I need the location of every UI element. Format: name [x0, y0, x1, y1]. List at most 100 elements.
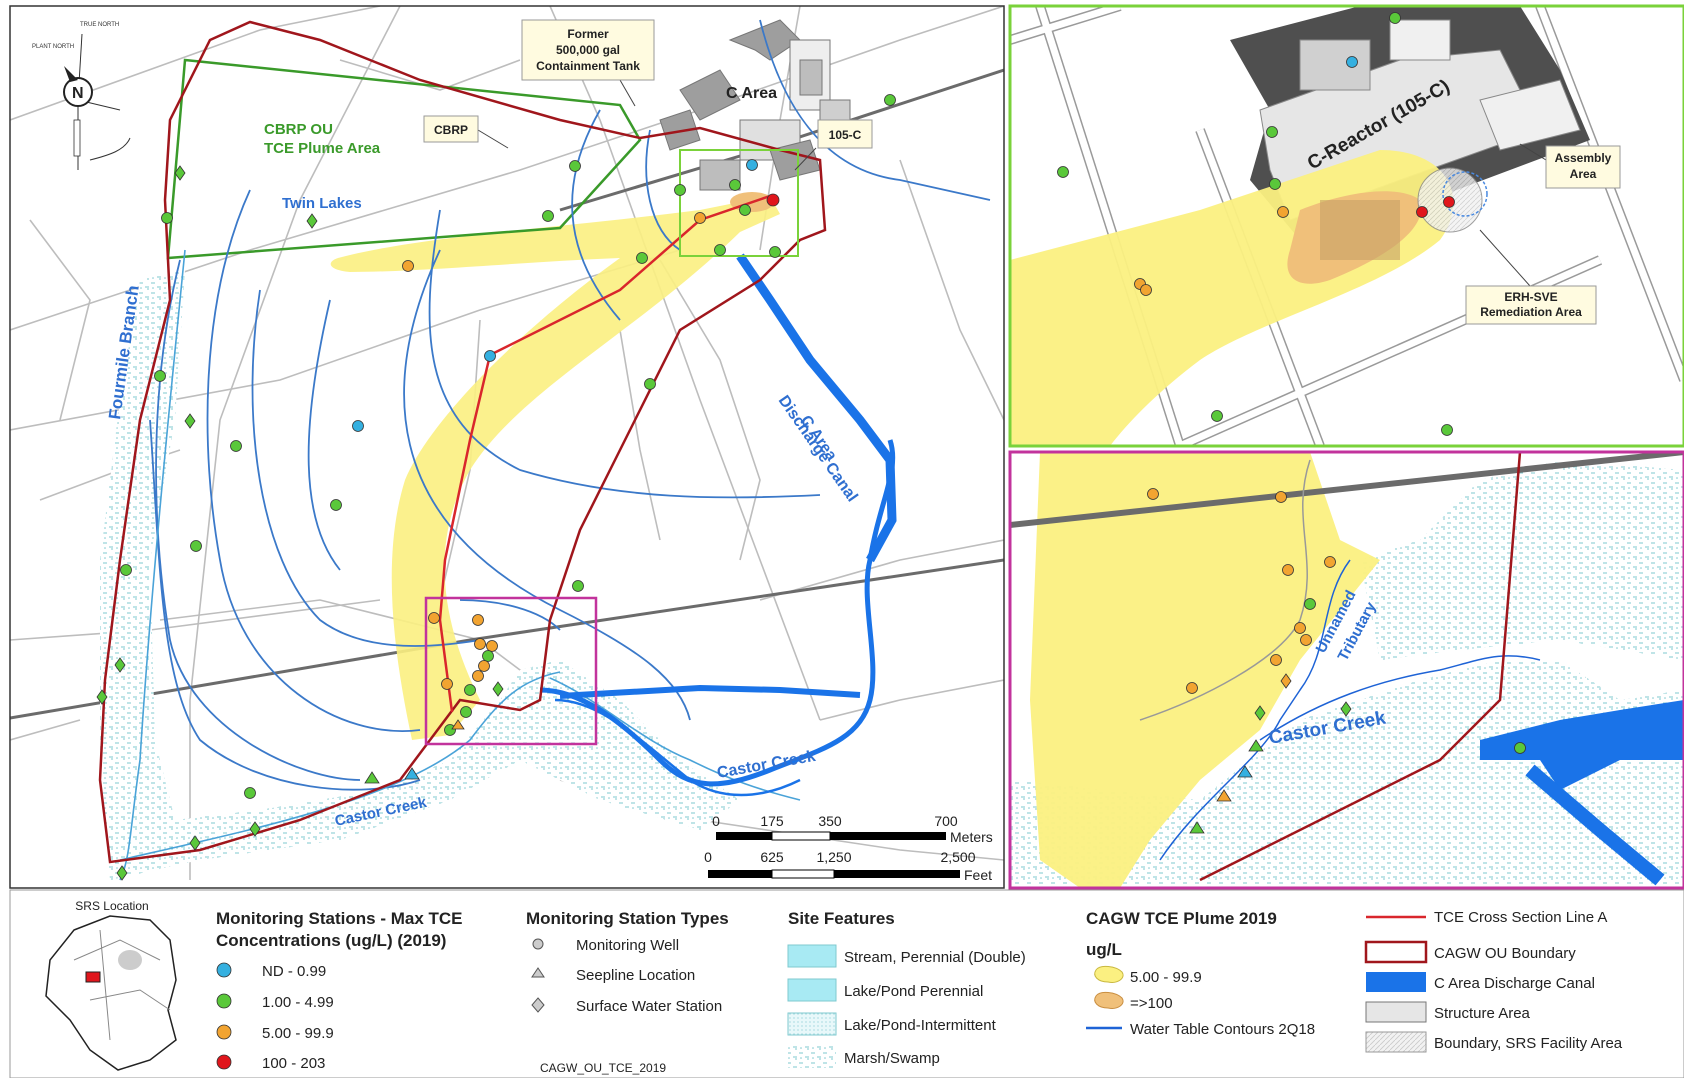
inset-bottom-plume-yellow: [1030, 452, 1380, 888]
stations-title-line1: Monitoring Stations - Max TCE: [216, 909, 463, 928]
legend-cross-section: TCE Cross Section Line A: [1434, 909, 1607, 926]
legend-station-types: Monitoring Station Types Monitoring Well…: [526, 909, 729, 1075]
legend-stations-nd: ND - 0.99: [262, 963, 326, 980]
c-area-discharge-canal: [736, 253, 897, 563]
inset-top: C-Reactor (105-C) Assembly Area ERH-SVE …: [1010, 6, 1684, 446]
legend-canal: C Area Discharge Canal: [1434, 975, 1595, 992]
legend-facility-boundary: Boundary, SRS Facility Area: [1434, 1035, 1623, 1052]
water-table-contours: [149, 19, 991, 791]
cbrp-callout: CBRP: [423, 115, 509, 149]
legend-plume-5-99: 5.00 - 99.9: [1130, 969, 1202, 986]
inset-bottom-marsh: [1010, 660, 1684, 888]
scale-meters-0: 0: [712, 813, 720, 829]
surface-water-stations: [96, 165, 504, 881]
scale-meters-350: 350: [818, 813, 842, 829]
monitoring-well-icon: [532, 938, 544, 950]
marsh-swatch: [788, 1046, 836, 1068]
legend-feature-stream: Stream, Perennial (Double): [844, 949, 1026, 966]
legend-type-seepline: Seepline Location: [576, 967, 695, 984]
types-title: Monitoring Station Types: [526, 909, 729, 928]
seepline-icon: [531, 967, 545, 978]
scale-feet-2500: 2,500: [940, 849, 975, 865]
inset-bottom-wells: [1147, 488, 1526, 754]
legend-type-well: Monitoring Well: [576, 937, 679, 954]
stream-swatch: [787, 944, 837, 968]
legend-swatch-100-203: [216, 1054, 232, 1070]
legend-contours: Water Table Contours 2Q18: [1130, 1021, 1315, 1038]
tce-cross-section-line: [438, 194, 771, 713]
marsh-swamp: [100, 270, 740, 880]
lake-perennial-swatch: [787, 978, 837, 1002]
true-north-label: TRUE NORTH: [80, 22, 119, 28]
legend-ou-boundary: CAGW OU Boundary: [1434, 945, 1576, 962]
scale-feet-0: 0: [704, 849, 712, 865]
srs-location-label: SRS Location: [75, 899, 148, 913]
scale-meters-700: 700: [934, 813, 958, 829]
unnamed-tributary: [1159, 559, 1351, 861]
castor-creek: [539, 439, 896, 797]
cbrp-ou-boundary: [166, 58, 642, 260]
tank-label-line3: Containment Tank: [536, 59, 640, 73]
inset-bottom: Unnamed Tributary Castor Creek: [1010, 452, 1684, 888]
inset-bottom-frame: [424, 596, 598, 746]
legend-stations-5-99: 5.00 - 99.9: [262, 1025, 334, 1042]
monitoring-wells: [120, 94, 896, 799]
c105-callout: 105-C: [794, 119, 873, 171]
lake-intermittent-swatch: [787, 1012, 837, 1036]
cbrp-label: CBRP: [434, 123, 468, 137]
erh-label-line2: Remediation Area: [1480, 305, 1582, 319]
legend-structure: Structure Area: [1434, 1005, 1531, 1022]
legend-lines: TCE Cross Section Line A CAGW OU Boundar…: [1364, 909, 1623, 1053]
surface-water-icon: [531, 997, 545, 1013]
main-map: TRUE NORTH PLANT NORTH N Former 500,000 …: [10, 6, 1004, 888]
scale-meters-175: 175: [760, 813, 784, 829]
canal-swatch: [1366, 972, 1426, 992]
cagw-ou-boundary: [98, 20, 827, 864]
legend-feature-lake-perennial: Lake/Pond Perennial: [844, 983, 983, 1000]
inset-top-wells: [1057, 12, 1455, 436]
inset-bottom-surface-water: [1254, 673, 1352, 721]
inset-bottom-seepline: [1189, 739, 1264, 834]
arrow-icon: [64, 66, 78, 82]
legend-type-surface: Surface Water Station: [576, 998, 722, 1015]
legend-feature-lake-intermittent: Lake/Pond-Intermittent: [844, 1017, 997, 1034]
assembly-label-line1: Assembly: [1555, 151, 1612, 165]
legend-stations-100-203: 100 - 203: [262, 1055, 325, 1072]
legend: SRS Location Monitoring Stations - Max T…: [9, 889, 1684, 1078]
srs-location-map: SRS Location: [45, 899, 177, 1071]
plume-unit: ug/L: [1086, 940, 1122, 959]
legend-swatch-nd: [216, 962, 232, 978]
map-id-label: CAGW_OU_TCE_2019: [540, 1061, 666, 1075]
inset-top-frame: [679, 149, 799, 257]
erh-label-line1: ERH-SVE: [1504, 290, 1557, 304]
assembly-label-line2: Area: [1570, 167, 1597, 181]
twin-lakes-label: Twin Lakes: [282, 195, 362, 212]
inset-bottom-railroad: [1010, 452, 1684, 528]
plume-yellow-swatch: [1094, 965, 1124, 983]
scale-meters-unit: Meters: [950, 829, 993, 845]
scale-feet-unit: Feet: [964, 867, 992, 883]
streams: [119, 249, 801, 881]
legend-stations-1-4: 1.00 - 4.99: [262, 994, 334, 1011]
ou-boundary-swatch: [1364, 940, 1428, 964]
assembly-callout: Assembly Area: [1519, 143, 1621, 189]
north-arrow: TRUE NORTH PLANT NORTH N: [32, 22, 131, 170]
plume-orange-swatch: [1094, 991, 1124, 1009]
scale-bar: 0 175 350 700 Meters 0 625 1,250 2,500 F…: [704, 813, 993, 883]
inset-bottom-ou-boundary: [1199, 452, 1522, 882]
legend-swatch-1-4: [216, 993, 232, 1009]
c-area-structures: [659, 19, 851, 191]
scale-feet-625: 625: [760, 849, 784, 865]
tank-callout: Former 500,000 gal Containment Tank: [521, 19, 655, 107]
main-map-border: [9, 5, 1005, 889]
plant-north-label: PLANT NORTH: [32, 44, 74, 50]
inset-bottom-canal: [1480, 700, 1684, 790]
legend-site-features: Site Features Stream, Perennial (Double)…: [787, 909, 1026, 1068]
inset-bottom-border: [1008, 450, 1684, 890]
c-area-label: C Area: [726, 85, 777, 102]
erh-callout: ERH-SVE Remediation Area: [1465, 229, 1597, 325]
seepline-locations: [364, 719, 465, 784]
legend-feature-marsh: Marsh/Swamp: [844, 1050, 940, 1067]
